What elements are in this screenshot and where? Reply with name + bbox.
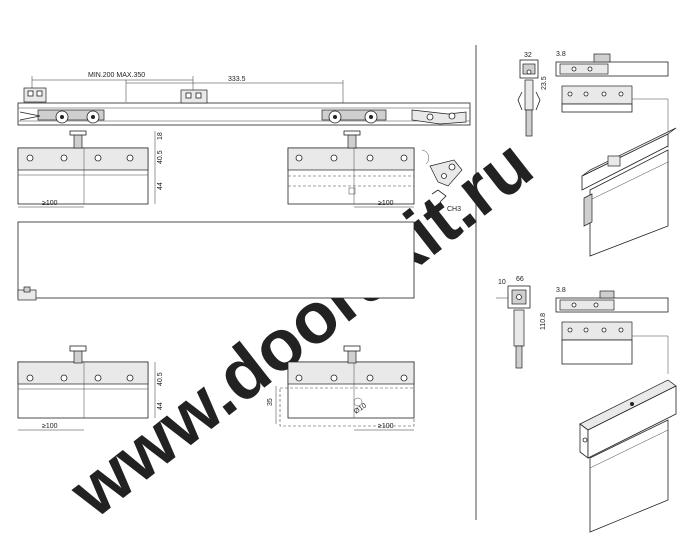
dim-side-38b: 3.8 <box>556 287 566 294</box>
left-carriage <box>19 109 105 124</box>
dim-board-height: 40.5 <box>157 150 164 164</box>
dim-door-height-2: 44 <box>157 402 164 410</box>
dim-side-1108: 110.8 <box>540 313 547 330</box>
profile-section-1: 32 23.5 3.8 <box>517 51 669 148</box>
dim-side-38a: 3.8 <box>556 51 566 58</box>
rail-assembly: MIN.200 MAX.350 333.5 <box>17 72 471 126</box>
dim-board-height-2: 40.5 <box>157 372 164 386</box>
dim-offset: 35 <box>267 398 274 406</box>
profile-section-2: 10 66 110.8 3.8 <box>496 276 669 374</box>
door-panel <box>17 221 415 301</box>
door-bottom-left: 40.5 44 ≥100 <box>17 345 164 431</box>
dim-min-width-1: ≥100 <box>42 200 58 207</box>
door-bottom-right: 35 Ø10 ≥100 <box>267 345 415 431</box>
dim-door-height: 44 <box>157 182 164 190</box>
dim-side-66: 66 <box>516 276 524 283</box>
dim-side-32: 32 <box>524 52 532 59</box>
dim-min-width-3: ≥100 <box>42 423 58 430</box>
dim-min-max: MIN.200 MAX.350 <box>88 72 145 79</box>
iso-rail-1 <box>581 127 677 257</box>
dim-span: 333.5 <box>228 76 246 83</box>
dim-side-235: 23.5 <box>541 76 548 90</box>
right-carriage <box>321 109 387 124</box>
door-top-left: 18 40.5 44 ≥100 <box>17 130 164 208</box>
clip-detail: CH3 <box>421 149 463 213</box>
dim-min-width-2: ≥100 <box>378 200 394 207</box>
dim-rail-height: 18 <box>157 132 164 140</box>
dim-chamfer: CH3 <box>447 206 461 213</box>
dim-side-10: 10 <box>498 279 506 286</box>
door-top-right: ≥100 <box>287 130 415 208</box>
iso-rail-2 <box>579 379 677 533</box>
dim-min-width-4: ≥100 <box>378 423 394 430</box>
